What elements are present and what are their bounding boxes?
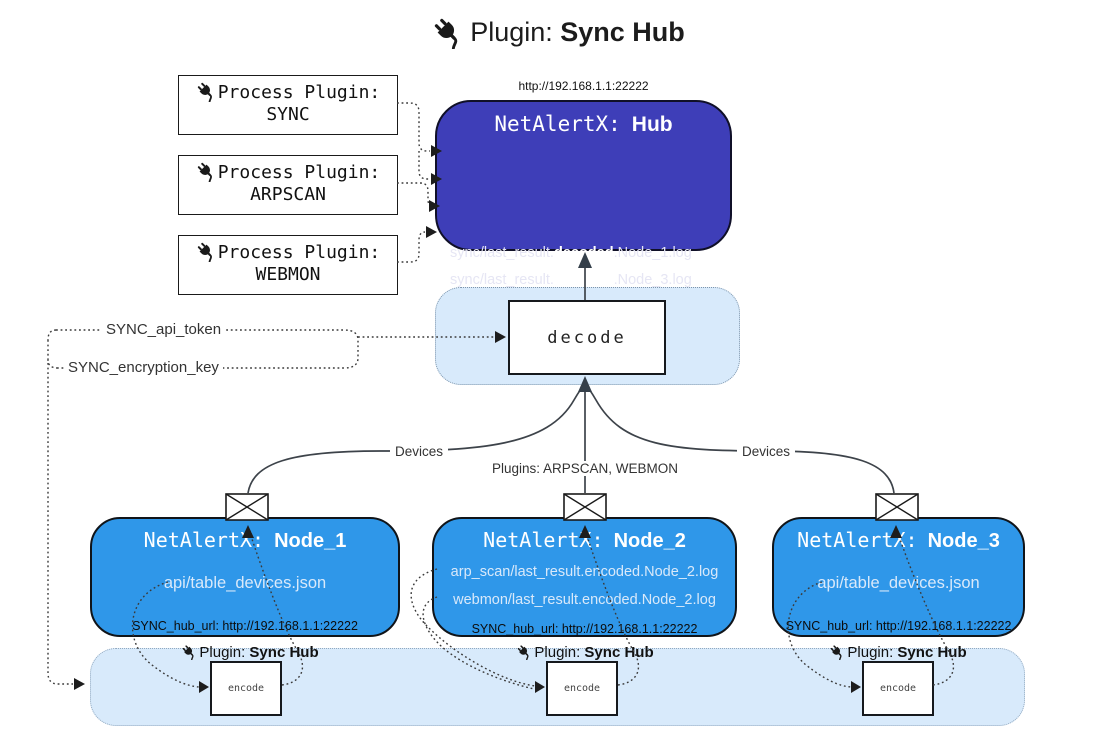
plug-icon [181,644,197,660]
encode-box: encode [210,661,282,716]
encode-box: encode [546,661,618,716]
node-box-node-1: NetAlertX:Node_1 api/table_devices.json … [90,517,400,637]
plug-icon [829,644,845,660]
process-plugin-box-webmon: Process Plugin: WEBMON [178,235,398,295]
node-hub-url: SYNC_hub_url: http://192.168.1.1:22222 [132,619,358,633]
envelope-icon [875,493,919,521]
edge-label-devices-right: Devices [736,444,796,459]
hub-title-prefix: NetAlertX: [494,112,621,136]
process-plugin-box-sync: Process Plugin: SYNC [178,75,398,135]
hub-url-label: http://192.168.1.1:22222 [518,79,649,93]
sync-api-token-label: SYNC_api_token [102,321,226,338]
process-plugin-name: SYNC [266,104,310,125]
node-hub-url: SYNC_hub_url: http://192.168.1.1:22222 [785,619,1012,633]
process-plugin-name: ARPSCAN [250,184,326,205]
decode-label: decode [547,327,627,348]
hub-log-line: sync/last_result.decoded.Node_3.log [450,272,692,288]
node-hub-url: SYNC_hub_url: http://192.168.1.1:22222 [471,622,698,636]
decode-box: decode [508,300,666,375]
page-title: Plugin: Sync Hub [0,16,1117,49]
plug-icon [196,241,217,262]
encoder-plugin-label: Plugin: Sync Hub [516,644,654,661]
encoder-plugin-label: Plugin: Sync Hub [181,644,319,661]
title-name: Sync Hub [560,17,685,47]
hub-title-name: Hub [631,113,673,136]
hub-title: NetAlertX: Hub [437,112,730,137]
title-prefix: Plugin: [470,17,553,47]
envelope-icon [563,493,607,521]
process-plugin-label: Process Plugin: [217,82,381,103]
node-file: api/table_devices.json [163,574,327,592]
encoder-plugin-label: Plugin: Sync Hub [829,644,967,661]
node-file: api/table_devices.json [817,574,980,592]
plug-icon [196,161,217,182]
plug-icon [432,16,465,49]
sync-encryption-key-label: SYNC_encryption_key [64,359,223,376]
encode-box: encode [862,661,934,716]
node-title: NetAlertX:Node_2 [483,528,686,552]
node-file: arp_scan/last_result.encoded.Node_2.log [450,564,719,580]
edge-label-plugins-middle: Plugins: ARPSCAN, WEBMON [486,461,684,476]
process-plugin-label: Process Plugin: [217,162,381,183]
node-box-node-3: NetAlertX:Node_3 api/table_devices.json … [772,517,1025,637]
node-file: webmon/last_result.encoded.Node_2.log [453,592,716,608]
node-title: NetAlertX:Node_3 [797,528,1000,552]
hub-box: NetAlertX: Hub sync/last_result.decoded.N… [435,100,732,336]
node-title: NetAlertX:Node_1 [143,528,347,552]
node-box-node-2: NetAlertX:Node_2 arp_scan/last_result.en… [432,517,737,637]
plug-icon [516,644,532,660]
edge-label-devices-left: Devices [389,444,449,459]
process-plugin-name: WEBMON [255,264,321,285]
plug-icon [196,81,217,102]
envelope-icon [225,493,269,521]
process-plugin-label: Process Plugin: [217,242,381,263]
hub-log-line: sync/last_result.decoded.Node_1.log [450,245,692,261]
process-plugin-box-arpscan: Process Plugin: ARPSCAN [178,155,398,215]
